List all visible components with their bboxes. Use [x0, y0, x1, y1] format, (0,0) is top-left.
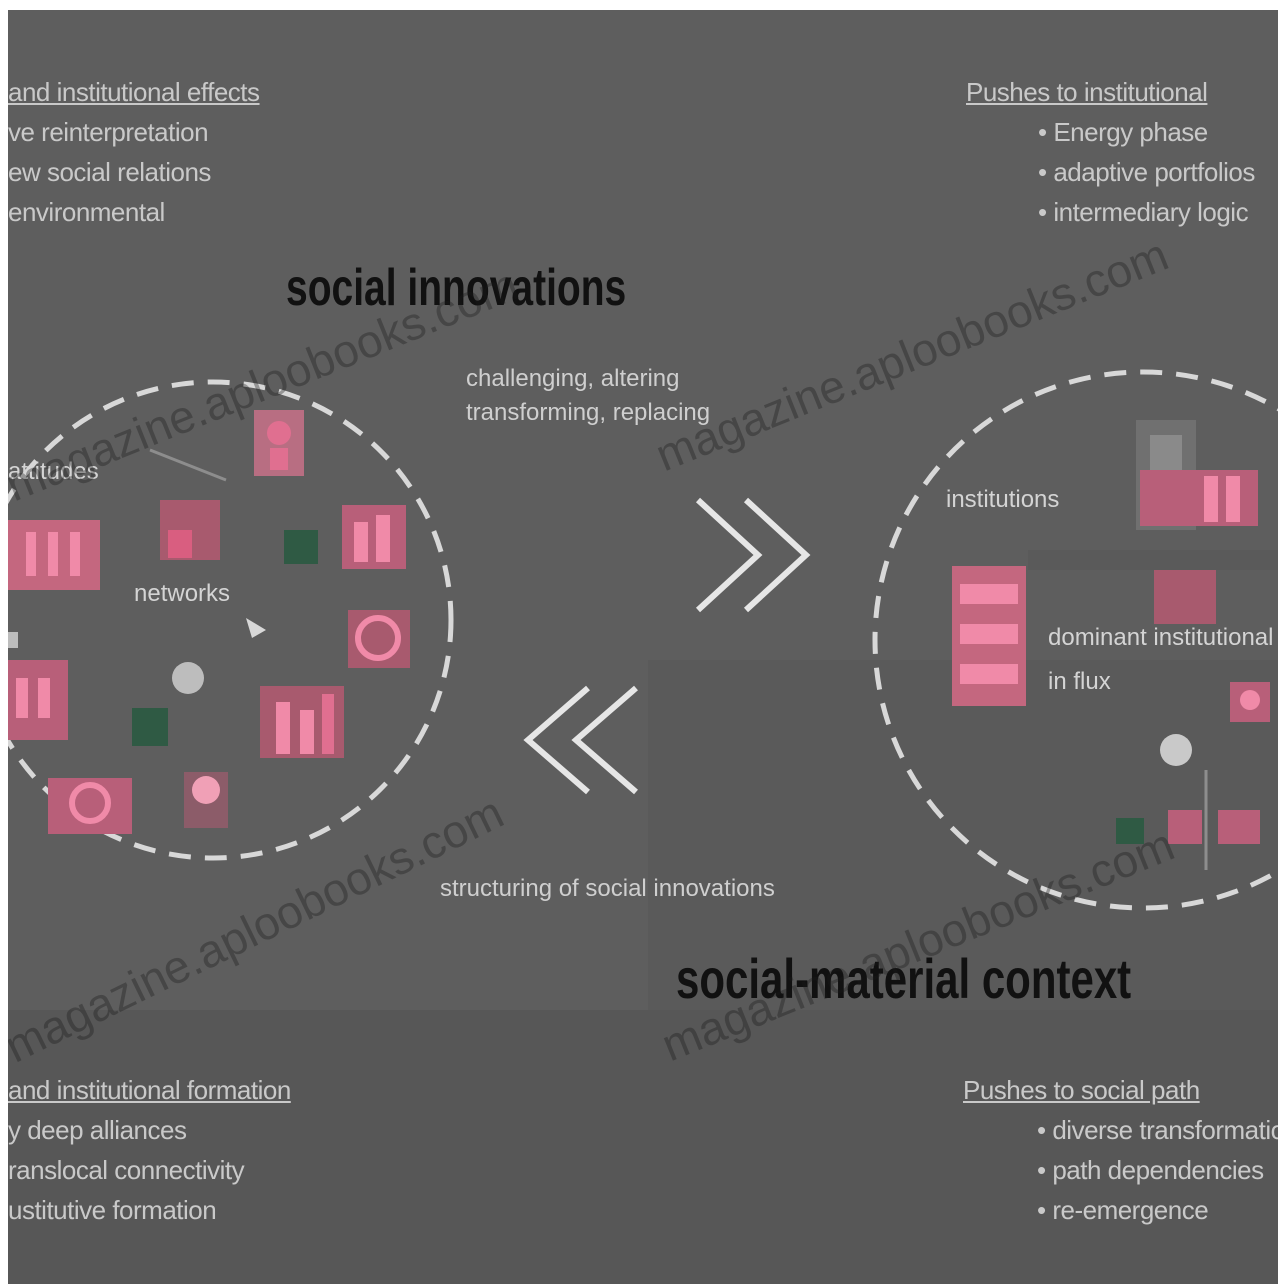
- handshake-icon: [48, 778, 132, 834]
- apartment-building-icon: [952, 566, 1026, 706]
- left-node-label-1: attitudes: [8, 458, 99, 485]
- left-dashed-circle: [8, 379, 454, 861]
- bottom-right-bullet-1: diverse transformations: [1037, 1110, 1278, 1150]
- top-left-line-1: ve reinterpretation: [8, 117, 209, 147]
- globe-icon: [348, 610, 410, 668]
- building-icon: [8, 520, 100, 590]
- bottom-left-line-2: ranslocal connectivity: [8, 1155, 245, 1185]
- bottom-right-heading: Pushes to social path: [963, 1075, 1200, 1105]
- right-node-label-2: dominant institutional: [1048, 624, 1274, 651]
- middle-caption-line-2: transforming, replacing: [466, 399, 711, 426]
- right-dashed-circle: [872, 369, 1278, 911]
- right-node-label-1: institutions: [946, 486, 1060, 513]
- bottom-left-line-1: y deep alliances: [8, 1115, 187, 1145]
- factory-icon: [342, 505, 406, 569]
- middle-caption: challenging, altering transforming, repl…: [466, 362, 710, 430]
- bottom-left-heading: and institutional formation: [8, 1075, 291, 1105]
- org-chart-icon: [1116, 770, 1260, 870]
- bottom-left-line-3: ustitutive formation: [8, 1195, 217, 1225]
- top-left-block: and institutional effects ve reinterpret…: [8, 72, 260, 232]
- bottom-right-block: Pushes to social path diverse transforma…: [963, 1070, 1278, 1230]
- top-right-bullet-3: intermediary logic: [1038, 192, 1255, 232]
- right-node-label-3: in flux: [1048, 668, 1111, 695]
- document-icon: [160, 500, 220, 560]
- top-right-heading: Pushes to institutional: [966, 77, 1208, 107]
- bottom-right-bullet-2: path dependencies: [1037, 1150, 1278, 1190]
- top-left-line-3: environmental: [8, 197, 165, 227]
- bottom-caption: structuring of social innovations: [440, 875, 775, 902]
- bar-chart-icon: [260, 686, 344, 758]
- backward-chevrons-icon: [523, 685, 638, 795]
- right-panel-stripe-icon: [1028, 550, 1278, 570]
- diagram-graphics: [8, 369, 1278, 911]
- storefront-icon: [8, 660, 68, 740]
- middle-caption-line-1: challenging, altering: [466, 365, 680, 392]
- social-innovations-title: social innovations: [286, 259, 627, 317]
- top-left-heading: and institutional effects: [8, 77, 260, 107]
- top-left-line-2: ew social relations: [8, 157, 211, 187]
- left-edge-mark-icon: [8, 632, 18, 648]
- top-right-block: Pushes to institutional Energy phase ada…: [966, 72, 1255, 232]
- bottom-right-bullet-3: re-emergence: [1037, 1190, 1278, 1230]
- forward-chevrons-icon: [695, 497, 811, 613]
- green-square-icon: [132, 708, 168, 746]
- diagram-canvas: and institutional effects ve reinterpret…: [8, 10, 1278, 1284]
- trophy-icon: [184, 772, 228, 828]
- institution-block-icon: [1154, 564, 1216, 624]
- bottom-left-block: and institutional formation y deep allia…: [8, 1070, 291, 1230]
- arrow-cursor-icon: [246, 618, 266, 638]
- green-node-icon: [284, 530, 318, 564]
- top-right-bullet-1: Energy phase: [1038, 112, 1255, 152]
- person-pin-icon: [1230, 682, 1270, 722]
- light-node-icon: [1160, 734, 1192, 766]
- lightbulb-icon: [172, 662, 204, 694]
- left-node-label-2: networks: [134, 580, 231, 607]
- connector-line-icon: [149, 448, 227, 482]
- top-right-bullet-2: adaptive portfolios: [1038, 152, 1255, 192]
- social-material-context-title: social-material context: [676, 947, 1132, 1010]
- factory-skyline-icon: [1136, 420, 1258, 530]
- person-icon: [254, 410, 304, 476]
